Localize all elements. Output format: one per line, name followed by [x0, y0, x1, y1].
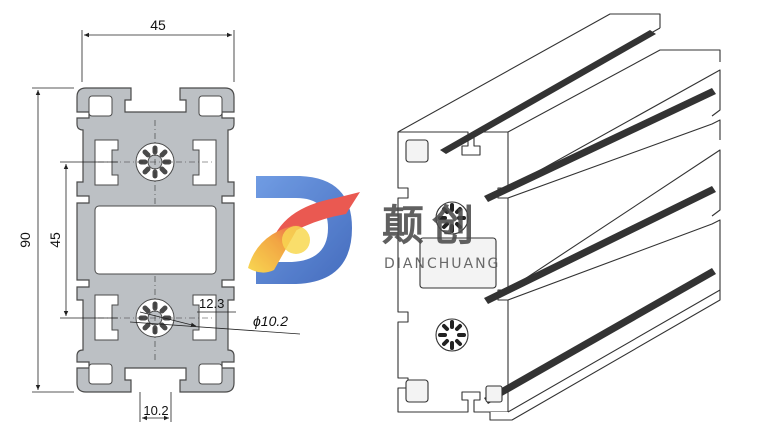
- profile-3d-view: [397, 13, 721, 421]
- slot-grooves: [440, 30, 716, 404]
- brand-en: DIANCHUANG: [384, 256, 500, 272]
- center-distance-label: 12.3: [199, 296, 224, 311]
- brand-cn: 颠创: [382, 201, 482, 250]
- side-slot-cavities: [94, 139, 217, 341]
- slot-dimension: [139, 392, 172, 422]
- bore-label: ϕ10.2: [253, 313, 288, 329]
- width-label: 45: [150, 17, 166, 33]
- slot-label: 10.2: [143, 403, 168, 418]
- logo-mark: [248, 176, 360, 284]
- front-bores: [435, 201, 469, 352]
- brand-watermark: 颠创 DIANCHUANG: [248, 176, 500, 284]
- bore-dimension: [129, 311, 301, 335]
- corner-cavities: [88, 95, 223, 385]
- width-dimension: [81, 30, 235, 82]
- total-height-label: 90: [17, 232, 33, 248]
- center-cavity: [94, 205, 217, 275]
- inner-height-label: 45: [47, 232, 63, 248]
- inner-height-dimension: [60, 161, 118, 319]
- cross-section-drawing: 45 90 45 12.3 ϕ10.2 10.2: [17, 17, 301, 422]
- total-height-dimension: [32, 87, 74, 393]
